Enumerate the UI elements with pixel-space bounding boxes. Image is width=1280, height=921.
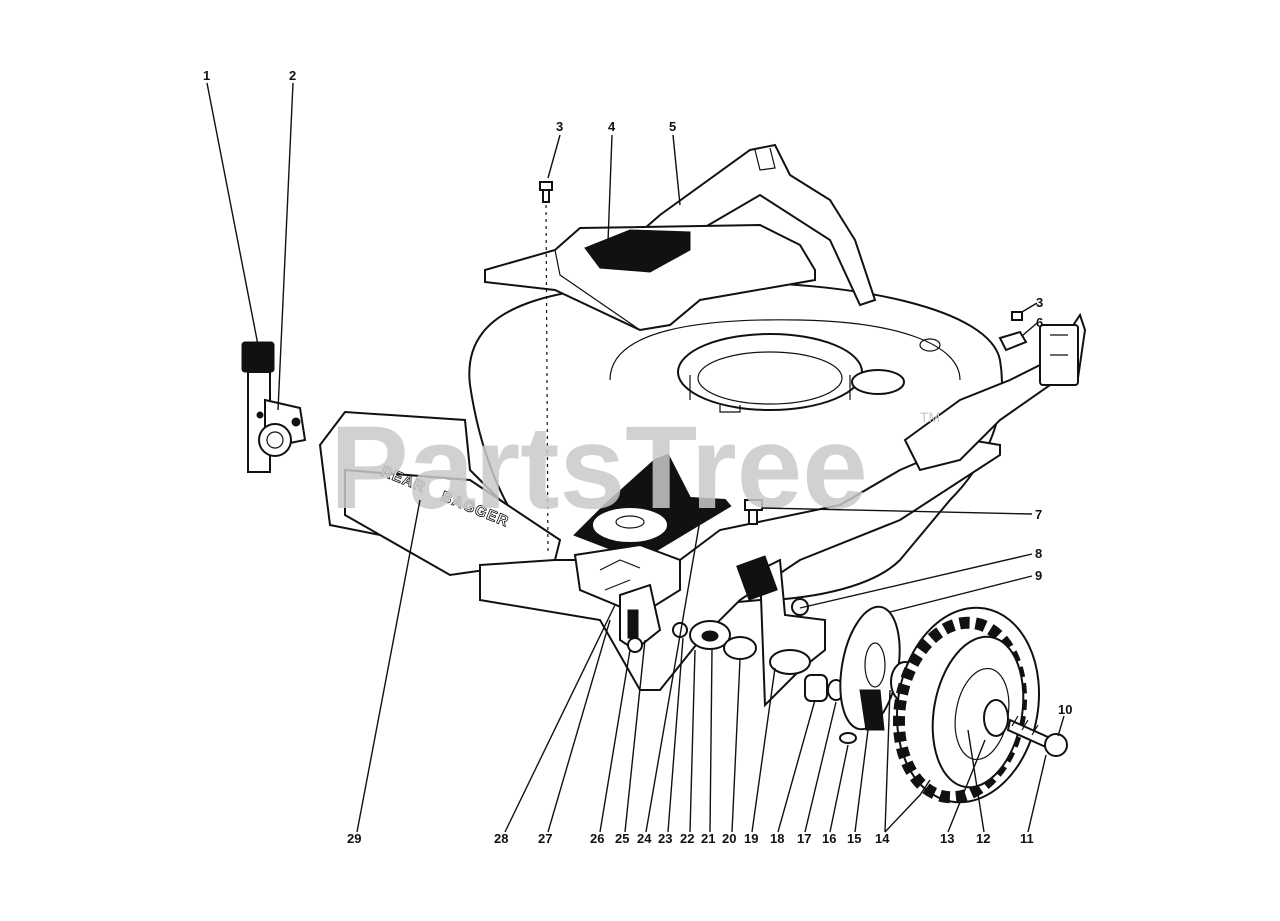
callout-28: 28 bbox=[494, 831, 508, 846]
callout-25: 25 bbox=[615, 831, 629, 846]
callout-17: 17 bbox=[797, 831, 811, 846]
callout-11: 11 bbox=[1020, 831, 1034, 846]
watermark-trademark: TM bbox=[920, 409, 940, 425]
callout-7: 7 bbox=[1035, 507, 1042, 522]
callout-9: 9 bbox=[1035, 568, 1042, 583]
callout-numbers: 1 2 3 4 5 3 6 7 8 9 10 11 12 13 14 15 16… bbox=[203, 68, 1072, 846]
callout-23: 23 bbox=[658, 831, 672, 846]
callout-2: 2 bbox=[289, 68, 296, 83]
callout-19: 19 bbox=[744, 831, 758, 846]
callout-16: 16 bbox=[822, 831, 836, 846]
callout-1: 1 bbox=[203, 68, 210, 83]
callout-22: 22 bbox=[680, 831, 694, 846]
callout-13: 13 bbox=[940, 831, 954, 846]
callout-24: 24 bbox=[637, 831, 652, 846]
callout-27: 27 bbox=[538, 831, 552, 846]
callout-15: 15 bbox=[847, 831, 861, 846]
callout-26: 26 bbox=[590, 831, 604, 846]
engine-cover-plate bbox=[484, 223, 816, 332]
hardware-fasteners bbox=[539, 181, 1028, 556]
callout-5: 5 bbox=[669, 119, 676, 134]
gear-case-parts bbox=[619, 555, 857, 744]
callout-6: 6 bbox=[1036, 315, 1043, 330]
watermark: PartsTree bbox=[330, 402, 868, 534]
callout-18: 18 bbox=[770, 831, 784, 846]
callout-12: 12 bbox=[976, 831, 990, 846]
callout-21: 21 bbox=[701, 831, 715, 846]
height-adjuster-lever bbox=[241, 341, 307, 473]
callout-4: 4 bbox=[608, 119, 616, 134]
callout-20: 20 bbox=[722, 831, 736, 846]
callout-14: 14 bbox=[875, 831, 890, 846]
callout-10: 10 bbox=[1058, 702, 1072, 717]
wheel-assembly bbox=[839, 605, 1068, 804]
leader-lines bbox=[206, 82, 1065, 833]
callout-29: 29 bbox=[347, 831, 361, 846]
callout-3-top: 3 bbox=[556, 119, 563, 134]
callout-8: 8 bbox=[1035, 546, 1042, 561]
callout-3-right: 3 bbox=[1036, 295, 1043, 310]
